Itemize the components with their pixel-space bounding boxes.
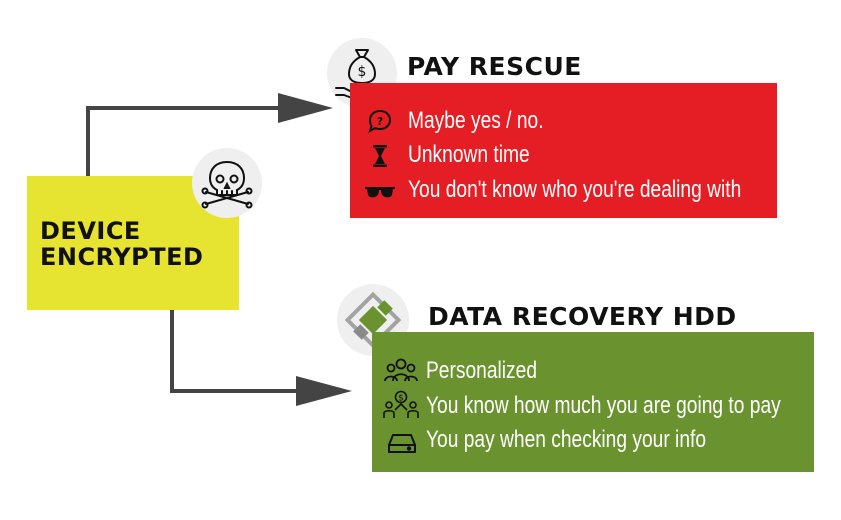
sunglasses-icon [364,178,396,204]
hard-drive-icon [387,430,417,456]
skull-crossbones-icon [192,148,262,218]
svg-text:?: ? [377,115,383,128]
question-bubble-icon: ? [366,108,394,134]
pay-rescue-item-2: Unknown time [408,141,530,168]
data-recovery-item-1: Personalized [426,357,537,384]
people-money-icon: $ [382,390,420,420]
data-recovery-title: DATA RECOVERY HDD [428,302,737,331]
data-recovery-box [372,332,814,472]
arrowhead-pay-rescue [278,93,333,123]
data-recovery-item-2: You know how much you are going to pay [426,392,781,419]
pay-rescue-item-1: Maybe yes / no. [408,107,544,134]
data-recovery-item-3: You pay when checking your info [426,426,707,453]
svg-text:$: $ [358,64,367,80]
device-title-line2: ENCRYPTED [40,243,204,271]
arrow-to-data-recovery [170,310,300,393]
pay-rescue-title: PAY RESCUE [407,52,582,81]
pay-rescue-item-3: You don't know who you're dealing with [408,176,742,203]
svg-text:$: $ [398,394,404,404]
arrow-to-pay-rescue [86,106,285,176]
pay-rescue-box [350,83,777,218]
team-icon [382,357,420,383]
device-encrypted-title: DEVICE ENCRYPTED [40,218,203,270]
device-title-line1: DEVICE [40,217,141,245]
hourglass-icon [366,143,394,169]
arrowhead-data-recovery [296,376,352,406]
